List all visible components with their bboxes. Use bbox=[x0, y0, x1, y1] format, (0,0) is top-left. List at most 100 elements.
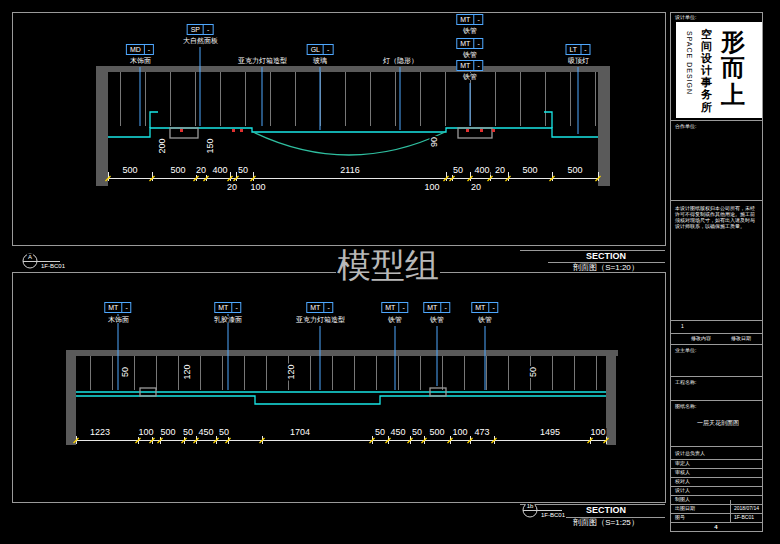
hanger-rod bbox=[486, 356, 487, 390]
tag-code: MT bbox=[215, 303, 231, 312]
design-note: 本设计图纸版权归本公司所有，未经许可不得复制或作其他用途。施工前须核对现场尺寸，… bbox=[674, 205, 760, 229]
tag-code: MT bbox=[307, 303, 323, 312]
hanger-rod bbox=[545, 72, 546, 126]
title-block-field: 合作单位: bbox=[674, 124, 697, 129]
material-label: 木饰面 bbox=[129, 57, 152, 64]
hanger-rod bbox=[310, 356, 311, 390]
dimension: 500 bbox=[121, 166, 138, 175]
dimension-tick bbox=[408, 438, 413, 443]
tag-index: - bbox=[473, 61, 482, 70]
hanger-rod bbox=[170, 72, 171, 126]
dimension-bottom bbox=[74, 436, 609, 444]
dimension-tick bbox=[226, 438, 231, 443]
section-title: SECTION bbox=[585, 252, 627, 261]
dimension-tick bbox=[228, 176, 233, 181]
hanger-rod bbox=[120, 72, 121, 126]
dimension: 500 bbox=[169, 166, 186, 175]
dimension: 500 bbox=[428, 428, 445, 437]
table-cell: 制图人 bbox=[674, 497, 691, 502]
tag-code: MT bbox=[382, 303, 398, 312]
dimension-tick bbox=[596, 176, 601, 181]
material-label: 铁管 bbox=[477, 316, 493, 323]
dimension: 50 bbox=[374, 428, 386, 437]
dimension-tick bbox=[194, 438, 199, 443]
dimension-tick bbox=[194, 176, 199, 181]
table-cell: 设计人 bbox=[674, 488, 691, 493]
dimension: 450 bbox=[197, 428, 214, 437]
table-cell: 审定人 bbox=[674, 461, 691, 466]
material-label: 灯（隐形） bbox=[382, 57, 419, 64]
dimension: 50 bbox=[529, 366, 538, 378]
title-block-field: 业主单位: bbox=[674, 348, 697, 353]
section-scale: 剖面图（S=1:20） bbox=[572, 264, 640, 272]
table-cell: 图号 bbox=[674, 515, 686, 520]
material-tag: GL- bbox=[307, 44, 334, 55]
hanger-rod bbox=[596, 356, 597, 390]
hanger-rod bbox=[270, 72, 271, 126]
hanger-rod bbox=[178, 356, 179, 390]
table-cell: 修改日期 bbox=[730, 336, 752, 341]
structure-bottom bbox=[66, 350, 618, 445]
dimension-tick bbox=[450, 176, 455, 181]
logo-mark: 形而上 bbox=[721, 29, 745, 108]
logo-english: SPACE DESIGN bbox=[686, 31, 693, 95]
tag-code: MT bbox=[105, 303, 121, 312]
material-label: 铁管 bbox=[462, 73, 478, 80]
material-label: 亚克力灯箱造型 bbox=[295, 316, 346, 323]
tag-code: MT bbox=[457, 39, 473, 48]
dimension: 400 bbox=[211, 166, 228, 175]
dimension: 450 bbox=[389, 428, 406, 437]
tag-index: - bbox=[323, 303, 332, 312]
section-markers bbox=[23, 254, 562, 517]
table-cell: 1 bbox=[680, 324, 685, 329]
hanger-rod bbox=[354, 356, 355, 390]
extension-line bbox=[552, 172, 553, 181]
dimension-tick bbox=[214, 438, 219, 443]
dimension-tick bbox=[492, 438, 497, 443]
material-tag: MT- bbox=[456, 60, 483, 71]
dimension-tick bbox=[468, 438, 473, 443]
dimension: 473 bbox=[473, 428, 490, 437]
material-tag: MD- bbox=[126, 44, 154, 55]
dimension-tick bbox=[182, 438, 187, 443]
drawing-number: 1F-BC01 bbox=[40, 263, 66, 269]
hanger-rod bbox=[398, 356, 399, 390]
extension-line bbox=[446, 172, 447, 181]
sheet-number: 4 bbox=[713, 524, 718, 530]
hanger-rod bbox=[156, 356, 157, 390]
dimension: 100 bbox=[589, 428, 606, 437]
dimension-tick bbox=[150, 438, 155, 443]
material-label: 乳胶漆面 bbox=[213, 316, 243, 323]
material-label: 亚克力灯箱造型 bbox=[237, 57, 288, 64]
material-label: 铁管 bbox=[462, 27, 478, 34]
hanger-rod bbox=[195, 72, 196, 126]
table-cell: 2018/07/14 bbox=[733, 506, 760, 511]
tag-code: SP bbox=[188, 25, 203, 34]
tag-index: - bbox=[488, 303, 497, 312]
title-block-field: 工程名称: bbox=[674, 380, 697, 385]
drawing-title: 一层天花剖面图 bbox=[696, 420, 740, 426]
tag-code: MT bbox=[457, 61, 473, 70]
dimension: 50 bbox=[121, 366, 130, 378]
tag-index: - bbox=[231, 303, 240, 312]
extension-line bbox=[253, 172, 254, 181]
extension-line bbox=[508, 172, 509, 181]
tag-index: - bbox=[398, 303, 407, 312]
hanger-rod bbox=[464, 356, 465, 390]
dimension: 50 bbox=[218, 428, 230, 437]
hanger-rod bbox=[508, 356, 509, 390]
material-tag: MT- bbox=[381, 302, 408, 313]
dimension: 150 bbox=[206, 137, 215, 154]
extension-line bbox=[152, 172, 153, 181]
dimension: 500 bbox=[566, 166, 583, 175]
dimension-tick bbox=[588, 438, 593, 443]
dimension: 1223 bbox=[89, 428, 111, 437]
material-label: 铁管 bbox=[387, 316, 403, 323]
hanger-rod bbox=[245, 72, 246, 126]
hanger-rod bbox=[595, 72, 596, 126]
dimension-tick bbox=[251, 176, 256, 181]
tag-index: - bbox=[440, 303, 449, 312]
dimension-tick bbox=[136, 438, 141, 443]
material-label: 木饰面 bbox=[107, 316, 130, 323]
material-tag: MT- bbox=[456, 14, 483, 25]
